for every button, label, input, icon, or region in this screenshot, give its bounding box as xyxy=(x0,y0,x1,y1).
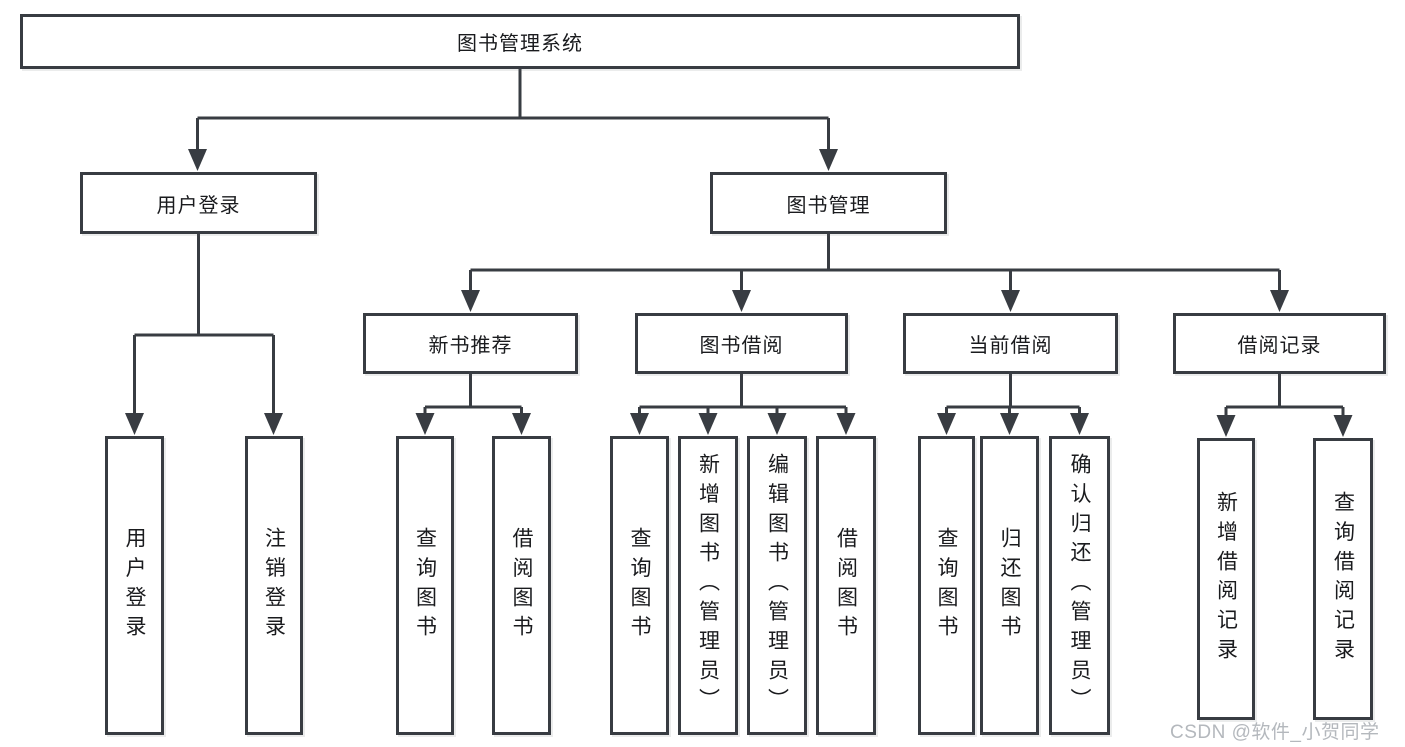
leaf-query-books-recommend: 查询图书 xyxy=(396,436,454,735)
leaf-edit-book-admin: 编辑图书（管理员） xyxy=(747,436,807,735)
leaf-borrow-books-label: 借阅图书 xyxy=(834,526,858,645)
leaf-add-borrow-record-label: 新增借阅记录 xyxy=(1214,490,1238,668)
leaf-return-books: 归还图书 xyxy=(980,436,1039,735)
leaf-user-login-label: 用户登录 xyxy=(123,526,146,645)
leaf-query-borrow-record: 查询借阅记录 xyxy=(1313,438,1373,720)
leaf-confirm-return-admin: 确认归还（管理员） xyxy=(1049,436,1110,735)
leaf-add-book-admin: 新增图书（管理员） xyxy=(678,436,738,735)
leaf-query-books-current: 查询图书 xyxy=(918,436,975,735)
node-user-login: 用户登录 xyxy=(80,172,317,234)
node-current-borrow-label: 当前借阅 xyxy=(968,335,1053,357)
leaf-borrow-books-recommend: 借阅图书 xyxy=(492,436,551,735)
leaf-query-books-recommend-label: 查询图书 xyxy=(413,526,437,645)
leaf-borrow-books: 借阅图书 xyxy=(816,436,876,735)
leaf-borrow-books-recommend-label: 借阅图书 xyxy=(510,526,533,645)
leaf-add-borrow-record: 新增借阅记录 xyxy=(1197,438,1255,720)
node-root: 图书管理系统 xyxy=(20,14,1020,69)
node-book-management: 图书管理 xyxy=(710,172,947,234)
node-new-book-recommend: 新书推荐 xyxy=(363,313,578,374)
node-book-borrow-label: 图书借阅 xyxy=(699,335,784,357)
node-borrow-record: 借阅记录 xyxy=(1173,313,1386,374)
node-book-borrow: 图书借阅 xyxy=(635,313,848,374)
leaf-query-books-borrow: 查询图书 xyxy=(610,436,669,735)
leaf-confirm-return-admin-label: 确认归还（管理员） xyxy=(1068,453,1091,718)
node-borrow-record-label: 借阅记录 xyxy=(1237,335,1322,357)
node-user-login-label: 用户登录 xyxy=(156,194,241,217)
leaf-query-books-borrow-label: 查询图书 xyxy=(628,526,651,645)
leaf-edit-book-admin-label: 编辑图书（管理员） xyxy=(765,453,789,718)
leaf-logout-login: 注销登录 xyxy=(245,436,303,735)
leaf-logout-login-label: 注销登录 xyxy=(262,526,286,645)
csdn-watermark: CSDN @软件_小贺同学 xyxy=(1170,722,1380,743)
leaf-return-books-label: 归还图书 xyxy=(998,526,1021,645)
leaf-add-book-admin-label: 新增图书（管理员） xyxy=(696,453,720,718)
node-new-book-recommend-label: 新书推荐 xyxy=(428,335,513,357)
leaf-query-borrow-record-label: 查询借阅记录 xyxy=(1331,490,1355,668)
leaf-query-books-current-label: 查询图书 xyxy=(935,526,958,645)
node-root-label: 图书管理系统 xyxy=(457,33,583,55)
leaf-user-login: 用户登录 xyxy=(105,436,164,735)
node-book-management-label: 图书管理 xyxy=(786,194,871,217)
node-current-borrow: 当前借阅 xyxy=(903,313,1118,374)
